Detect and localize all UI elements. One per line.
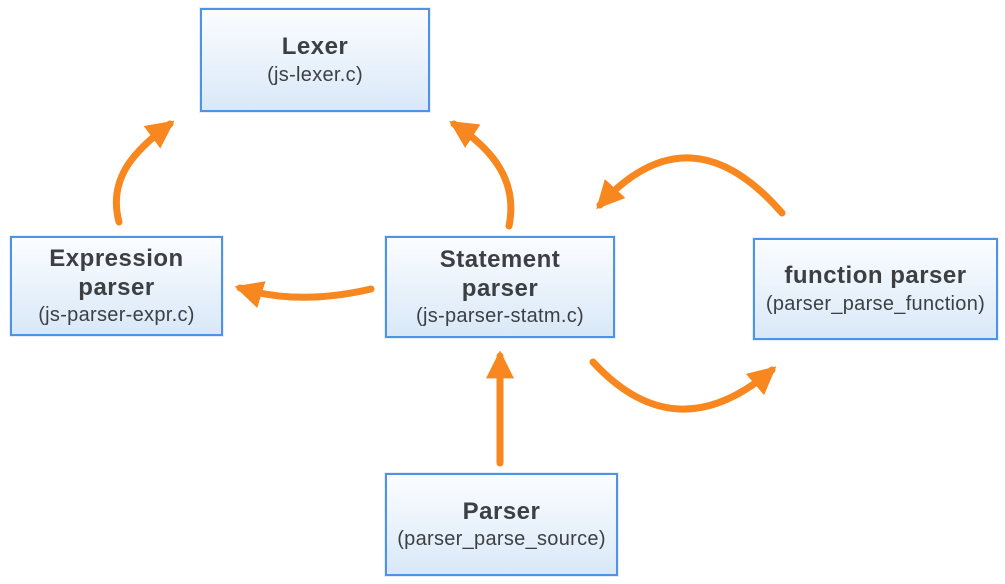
- node-function-parser-subtitle: (parser_parse_function): [765, 292, 986, 315]
- node-expression-parser-title: Expression parser: [49, 244, 184, 301]
- node-parser-title: Parser: [462, 497, 541, 525]
- node-expression-parser-subtitle: (js-parser-expr.c): [38, 304, 195, 327]
- node-parser-subtitle: (parser_parse_source): [397, 528, 606, 551]
- node-lexer: Lexer (js-lexer.c): [200, 8, 430, 112]
- node-parser: Parser (parser_parse_source): [385, 473, 618, 576]
- edge-statement-to-expression: [234, 281, 375, 309]
- node-statement-parser: Statement parser (js-parser-statm.c): [385, 236, 615, 338]
- node-statement-parser-title: Statement parser: [439, 245, 561, 302]
- node-function-parser-title: function parser: [784, 262, 967, 290]
- node-lexer-subtitle: (js-lexer.c): [267, 63, 363, 86]
- edge-expression-to-lexer: [112, 120, 175, 226]
- node-expression-parser: Expression parser (js-parser-expr.c): [10, 236, 223, 336]
- edge-statement-to-function: [589, 358, 777, 413]
- node-statement-parser-subtitle: (js-parser-statm.c): [416, 305, 584, 328]
- edge-function-to-statement: [596, 154, 786, 217]
- node-function-parser: function parser (parser_parse_function): [753, 238, 998, 340]
- node-lexer-title: Lexer: [281, 33, 349, 61]
- edge-statement-to-lexer: [449, 120, 515, 230]
